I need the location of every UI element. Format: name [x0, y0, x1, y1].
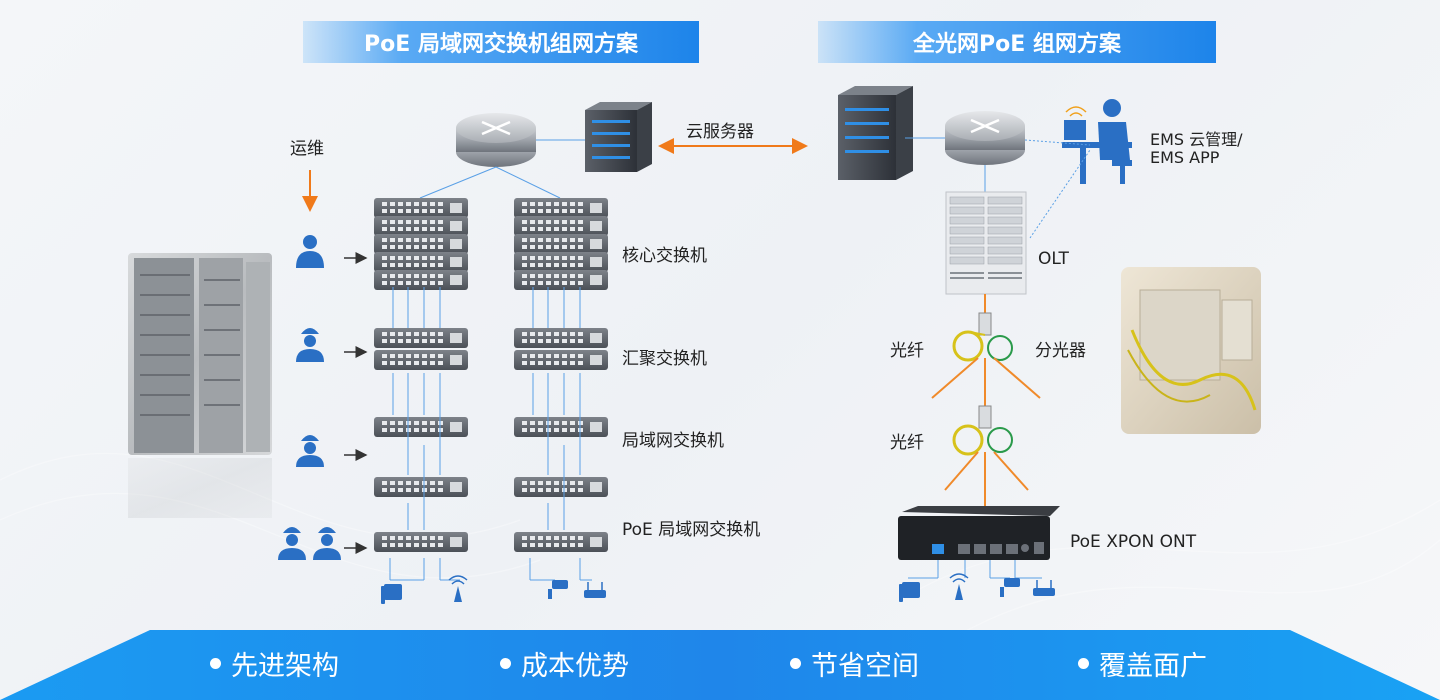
bullet-dot: [790, 657, 801, 669]
switch-stacks: [374, 198, 608, 552]
splitter-2: [952, 405, 1013, 456]
phone-icon: [899, 582, 920, 602]
switch-unit: [374, 252, 468, 272]
person-arrows: [344, 252, 368, 554]
ont-device: [898, 506, 1060, 560]
switch-unit: [374, 234, 468, 254]
fiber-label-1: 光纤: [890, 341, 924, 361]
feature-label: 先进架构: [231, 650, 339, 682]
ont-endpoint-links: [908, 560, 1042, 579]
switch-unit: [374, 417, 468, 437]
ops-label: 运维: [290, 139, 324, 159]
manager-icon: [296, 235, 324, 268]
router-icon: [1033, 580, 1055, 596]
switch-unit: [514, 350, 608, 370]
right-title: 全光网PoE 组网方案: [913, 32, 1121, 57]
right-router: [945, 111, 1025, 165]
left-title: PoE 局域网交换机组网方案: [364, 32, 638, 57]
bullet-dot: [500, 657, 511, 669]
right-title-banner: 全光网PoE 组网方案: [818, 21, 1216, 63]
wifi-ap-icon: [448, 575, 468, 602]
ems-label-line2: EMS APP: [1150, 148, 1220, 167]
tier-links: [392, 287, 581, 530]
phone-icon: [381, 584, 402, 604]
cloud-server-label: 云服务器: [686, 122, 754, 142]
switch-unit: [514, 216, 608, 236]
worker-icon: [278, 527, 341, 560]
left-server: [585, 102, 652, 172]
olt-label: OLT: [1038, 249, 1069, 269]
footer-bar: [0, 630, 1440, 700]
feature-space-saving: 节省空间: [790, 645, 919, 682]
switch-unit: [514, 417, 608, 437]
splitter-1: [952, 312, 1013, 362]
switch-unit: [514, 198, 608, 218]
ems-label-line1: EMS 云管理/: [1150, 130, 1243, 149]
feature-label: 覆盖面广: [1099, 650, 1207, 682]
wifi-ap-icon: [949, 573, 969, 600]
fiber-label-2: 光纤: [890, 433, 924, 453]
poe-switch-label: PoE 局域网交换机: [622, 520, 761, 540]
feature-cost-advantage: 成本优势: [500, 645, 629, 682]
switch-unit: [374, 350, 468, 370]
lan-switch-label: 局域网交换机: [622, 431, 724, 451]
ems-dashed-links: [1024, 139, 1091, 239]
switch-unit: [374, 328, 468, 348]
ont-label: PoE XPON ONT: [1070, 532, 1197, 552]
core-switch-label: 核心交换机: [622, 246, 707, 266]
switch-unit: [514, 270, 608, 290]
switch-unit: [514, 252, 608, 272]
server-rack-photo: [128, 253, 272, 518]
agg-switch-label: 汇聚交换机: [622, 349, 707, 369]
splitter-label: 分光器: [1035, 341, 1086, 361]
switch-unit: [514, 532, 608, 552]
bullet-dot: [210, 657, 221, 669]
camera-icon: [1000, 578, 1020, 597]
worker-icon: [296, 328, 324, 362]
ems-user-icon: [1062, 99, 1132, 184]
switch-unit: [374, 532, 468, 552]
splitter-1-fibers: [931, 357, 1041, 408]
feature-label: 成本优势: [521, 650, 629, 682]
splitter-2-fibers: [944, 451, 1029, 508]
left-router: [456, 113, 536, 167]
right-server: [838, 86, 913, 180]
feature-label: 节省空间: [811, 650, 919, 682]
router-core-links: [419, 166, 561, 199]
switch-unit: [514, 328, 608, 348]
feature-advanced-architecture: 先进架构: [210, 645, 339, 682]
switch-unit: [514, 234, 608, 254]
router-icon: [584, 582, 606, 598]
olt-device: [945, 191, 1027, 295]
bullet-dot: [1078, 657, 1089, 669]
left-title-banner: PoE 局域网交换机组网方案: [303, 21, 699, 63]
worker-icon: [296, 435, 324, 467]
camera-icon: [548, 580, 568, 599]
switch-unit: [374, 477, 468, 497]
switch-unit: [374, 216, 468, 236]
fiber-box-photo: [1121, 267, 1261, 434]
switch-unit: [374, 270, 468, 290]
switch-unit: [374, 198, 468, 218]
switch-unit: [514, 477, 608, 497]
feature-wide-coverage: 覆盖面广: [1078, 645, 1207, 682]
signal-icon: [1065, 106, 1087, 117]
